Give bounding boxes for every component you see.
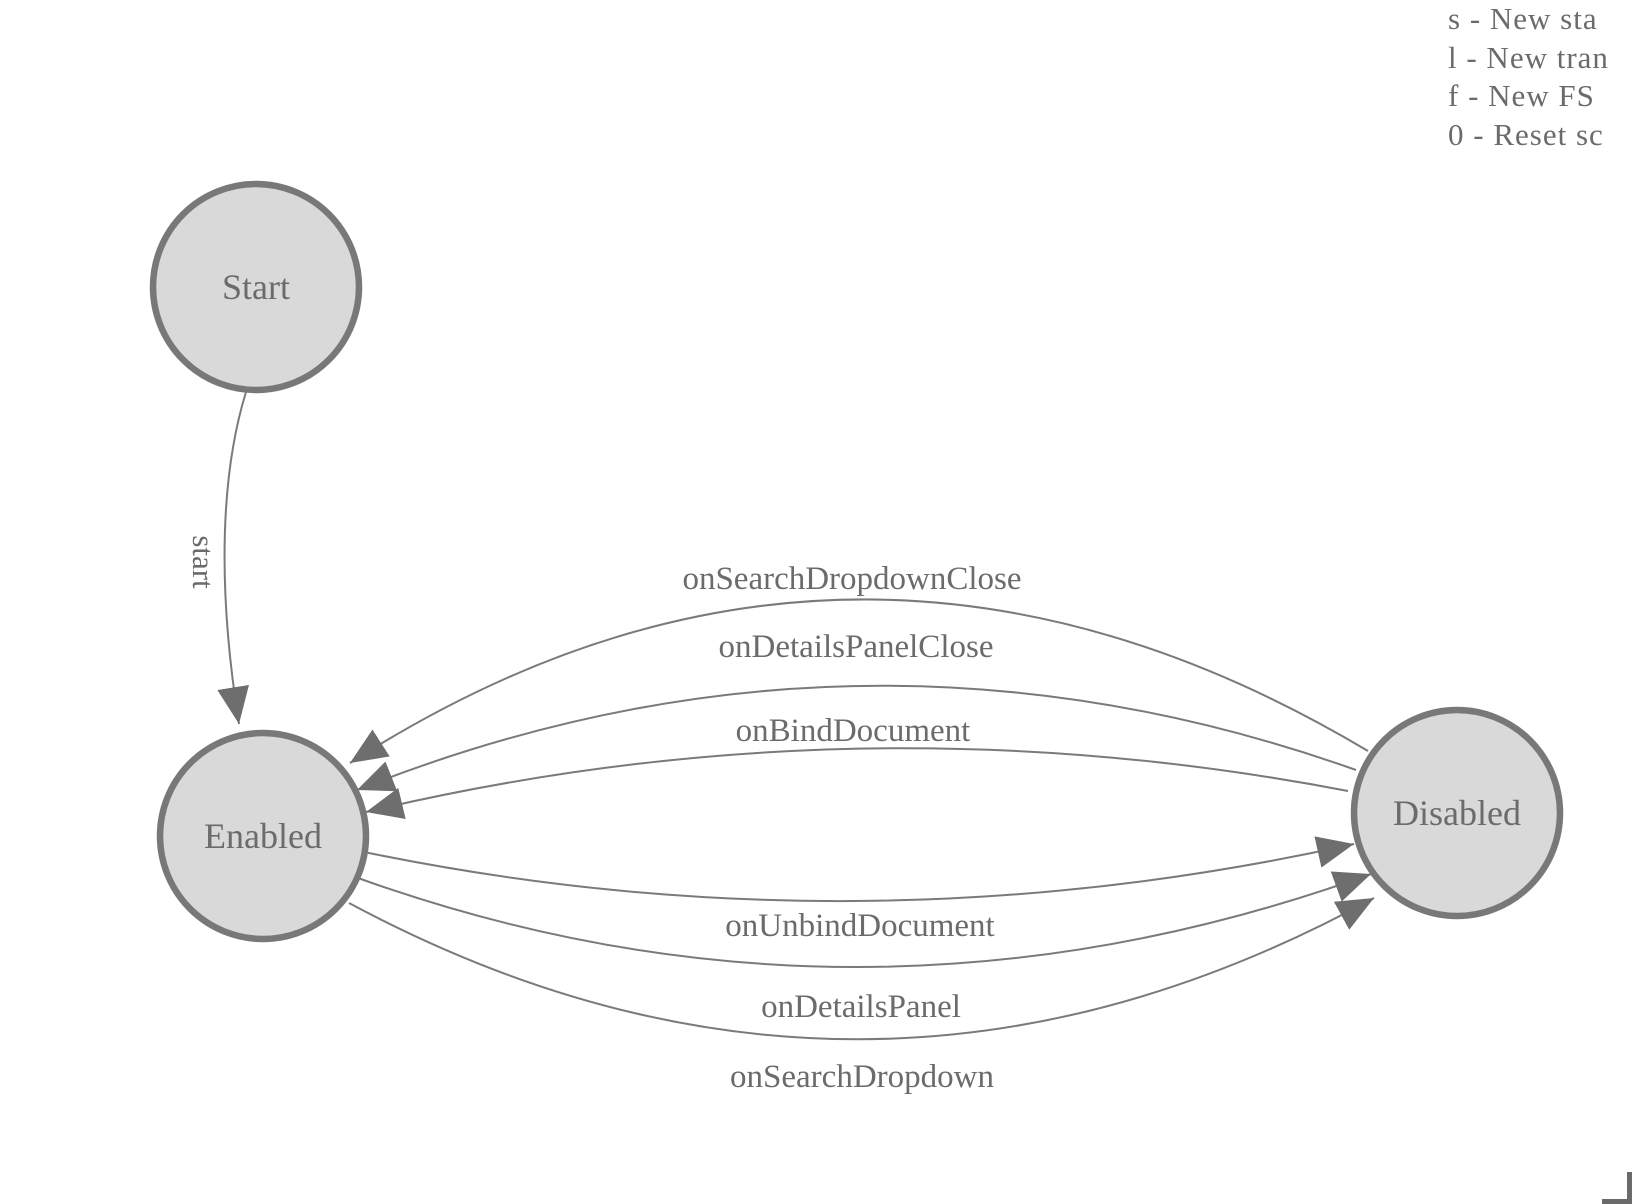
edge-onDetailsPanelClose xyxy=(356,684,1357,792)
node-disabled-circle[interactable] xyxy=(1350,706,1564,920)
node-enabled-circle[interactable] xyxy=(156,729,370,943)
node-enabled-label: Enabled xyxy=(204,816,322,856)
node-start[interactable]: Start xyxy=(149,180,363,394)
edge-label-start: start xyxy=(186,535,221,589)
edge-onSearchDropdown xyxy=(348,897,1375,1041)
legend-line-new-state: s - New sta xyxy=(1448,1,1598,36)
edge-labels-group: start onSearchDropdownClose onDetailsPan… xyxy=(186,535,1022,1095)
edge-onUnbindDocument xyxy=(363,836,1355,903)
node-start-label: Start xyxy=(222,267,290,307)
node-disabled-label: Disabled xyxy=(1393,793,1521,833)
edge-label-onUnbindDocument: onUnbindDocument xyxy=(725,908,994,944)
node-disabled[interactable]: Disabled xyxy=(1350,706,1564,920)
node-start-circle[interactable] xyxy=(149,180,363,394)
corner-bracket-horizontal xyxy=(1602,1199,1632,1204)
corner-bracket-vertical xyxy=(1627,1172,1632,1204)
edge-label-onSearchDropdown: onSearchDropdown xyxy=(730,1059,994,1095)
legend-line-reset: 0 - Reset sc xyxy=(1448,116,1604,152)
legend-line-new-transition: l - New tran xyxy=(1448,39,1609,75)
edges-group xyxy=(217,391,1375,1041)
edge-label-onDetailsPanelClose: onDetailsPanelClose xyxy=(719,629,994,665)
canvas-corner-bracket xyxy=(1602,1172,1632,1204)
edge-onSearchDropdownClose xyxy=(349,598,1369,764)
legend-line-new-fsm: f - New FS xyxy=(1448,78,1595,113)
edge-onDetailsPanel xyxy=(357,871,1372,968)
edge-label-onDetailsPanel: onDetailsPanel xyxy=(761,989,961,1025)
shortcut-legend: s - New sta l - New tran f - New FS 0 - … xyxy=(1448,0,1609,154)
node-enabled[interactable]: Enabled xyxy=(156,729,370,943)
edge-label-onSearchDropdownClose: onSearchDropdownClose xyxy=(682,561,1021,597)
edge-onBindDocument xyxy=(365,747,1349,820)
edge-label-onBindDocument: onBindDocument xyxy=(736,713,971,749)
edge-start-to-enabled xyxy=(217,391,249,725)
